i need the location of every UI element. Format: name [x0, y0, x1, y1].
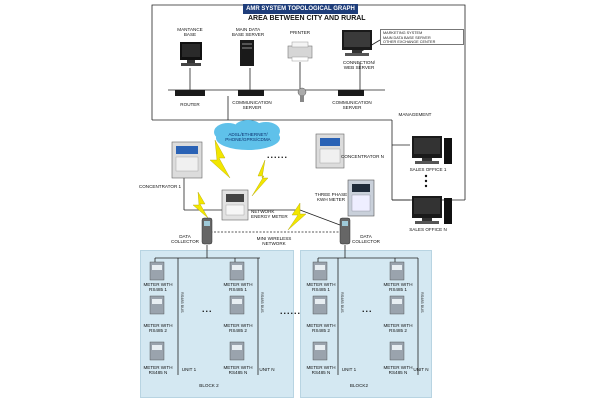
main-db-server-label: MAIN DATA BASE SERVER — [231, 27, 265, 38]
meter-label: METER WITH RS485 N — [306, 365, 336, 376]
meter-label: METER WITH RS485 N — [223, 365, 253, 376]
web-server-icon — [342, 30, 372, 56]
concentrator-1-label: CONCENTRATOR 1 — [138, 184, 182, 189]
diagram-title: AMR SYSTEM TOPOLOGICAL GRAPH — [243, 4, 358, 14]
router-icon — [175, 90, 205, 96]
sales-office-1-pc-icon — [412, 136, 452, 164]
meter-label: METER WITH RS485 2 — [383, 323, 413, 334]
unit-1-label: UNIT 1 — [181, 367, 197, 372]
maintenance-base-label: MANTANCE BASE — [177, 27, 203, 38]
unit-n-label: UNIT N — [413, 367, 429, 372]
database-server-icon — [240, 40, 254, 66]
rs485-bus-label: RS485 BUS — [340, 292, 344, 313]
block-meter-screens — [152, 265, 402, 350]
ellipsis-right-block: ... — [362, 304, 373, 314]
management-system-box: MARKETING SYSTEM MAIN DATA BASE SERVER O… — [380, 29, 464, 45]
printer-icon — [287, 41, 313, 62]
concentrator-n-icon — [315, 133, 345, 169]
meter-label: METER WITH RS485 2 — [143, 323, 173, 334]
meter-label: METER WITH RS485 2 — [223, 323, 253, 334]
router-label: ROUTER — [180, 102, 200, 107]
three-phase-meter-label: THREE PHASE KWH METER — [314, 192, 348, 203]
block-left-name: BLOCK 2 — [199, 383, 219, 388]
network-cloud-icon — [214, 120, 280, 150]
ellipsis-left-block: ... — [202, 304, 213, 314]
meter-label: METER WITH RS485 1 — [143, 282, 173, 293]
data-collector-left-icon — [201, 217, 213, 245]
meter-label: METER WITH RS485 N — [143, 365, 173, 376]
sales-vertical-dots — [424, 174, 428, 188]
data-collector-right-icon — [339, 217, 351, 245]
wireless-bolt-icons — [192, 139, 307, 231]
sales-office-n-pc-icon — [412, 196, 452, 224]
ellipsis-top: ...... — [267, 150, 289, 160]
camera-icon — [297, 87, 307, 102]
ellipsis-blocks: ...... — [280, 306, 302, 316]
network-energy-meter-label: NETWORK ENERGY METER — [251, 209, 288, 220]
network-energy-meter-icon — [221, 189, 249, 221]
three-phase-meter-icon — [347, 179, 375, 217]
concentrator-n-label: CONCENTRATOR N — [341, 154, 384, 159]
unit-1-label: UNIT 1 — [341, 367, 357, 372]
diagram-subtitle: AREA BETWEEN CITY AND RURAL — [248, 15, 366, 22]
meter-label: METER WITH RS485 1 — [223, 282, 253, 293]
maintenance-pc-icon — [180, 42, 202, 66]
comm-server-1-icon — [238, 90, 264, 96]
comm-server-1-label: COMMUNICATION SERVER — [232, 100, 272, 111]
management-label: MANAGEMENT — [398, 112, 432, 117]
rs485-bus-label: RS485 BUS — [420, 292, 424, 313]
unit-n-label: UNIT N — [259, 367, 275, 372]
sales-office-1-label: SALES OFFICE 1 — [409, 167, 447, 172]
block-right-name: BLOCK2 — [349, 383, 369, 388]
comm-server-2-icon — [338, 90, 364, 96]
data-collector-right-label: DATA COLLECTOR — [352, 234, 380, 245]
rs485-bus-label: RS485 BUS — [180, 292, 184, 313]
web-server-label: CONNECTION/ WEB SERVER — [342, 60, 376, 71]
printer-label: PRINTER — [289, 30, 311, 35]
mini-wireless-label: MINI WIRELESS NETWORK — [256, 236, 292, 247]
meter-label: METER WITH RS485 1 — [306, 282, 336, 293]
meter-label: METER WITH RS485 1 — [383, 282, 413, 293]
block-left-area — [140, 250, 294, 398]
rs485-bus-label: RS485 BUS — [260, 292, 264, 313]
meter-label: METER WITH RS485 N — [383, 365, 413, 376]
sales-office-n-label: SALES OFFICE N — [409, 227, 447, 232]
concentrator-1-icon — [171, 141, 203, 179]
cloud-label: ADSL/ETHERNET/ PHONE/GPRS/CDMA — [225, 132, 271, 143]
meter-label: METER WITH RS485 2 — [306, 323, 336, 334]
data-collector-left-label: DATA COLLECTOR — [171, 234, 199, 245]
comm-server-2-label: COMMUNICATION SERVER — [332, 100, 372, 111]
